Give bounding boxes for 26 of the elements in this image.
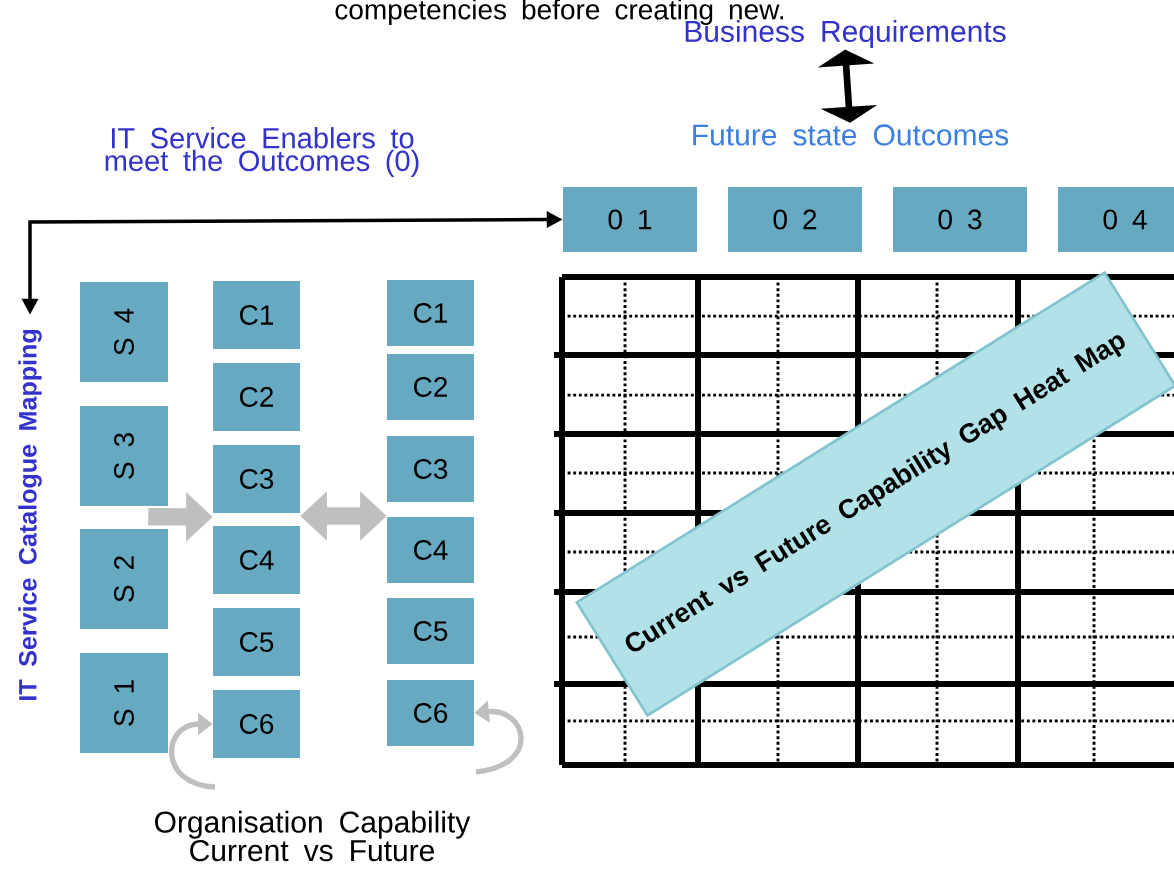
capability-box: 0 4 bbox=[1058, 186, 1174, 253]
arrow bbox=[817, 49, 878, 123]
capability-box: C5 bbox=[387, 598, 474, 664]
capability-box: S 2 bbox=[80, 529, 168, 629]
capability-box: C6 bbox=[387, 680, 474, 746]
capability-box: C4 bbox=[213, 526, 300, 594]
capability-box: C1 bbox=[213, 281, 300, 349]
capability-box: S 1 bbox=[80, 653, 168, 753]
capability-box: 0 3 bbox=[893, 186, 1027, 253]
capability-box: S 3 bbox=[80, 406, 168, 506]
capability-box: C5 bbox=[213, 608, 300, 676]
capability-box: C3 bbox=[387, 436, 474, 502]
capability-box: S 4 bbox=[80, 282, 168, 382]
heading-text: IT Service Catalogue Mapping bbox=[18, 330, 42, 700]
capability-box: 0 2 bbox=[728, 186, 862, 253]
capability-box: C6 bbox=[213, 690, 300, 758]
capability-box: C1 bbox=[387, 280, 474, 346]
capability-box: C2 bbox=[213, 363, 300, 431]
capability-box: C2 bbox=[387, 354, 474, 420]
caption-text: IT Service Enablers to meet the Outcomes (0) bbox=[105, 127, 419, 177]
capability-box: C4 bbox=[387, 517, 474, 583]
caption-text: Organisation Capability Current vs Future bbox=[155, 810, 471, 862]
capability-box: C3 bbox=[213, 445, 300, 513]
arrow bbox=[169, 712, 216, 790]
capability-box: 0 1 bbox=[563, 186, 697, 253]
heading-text: Future state Outcomes bbox=[693, 124, 1009, 146]
